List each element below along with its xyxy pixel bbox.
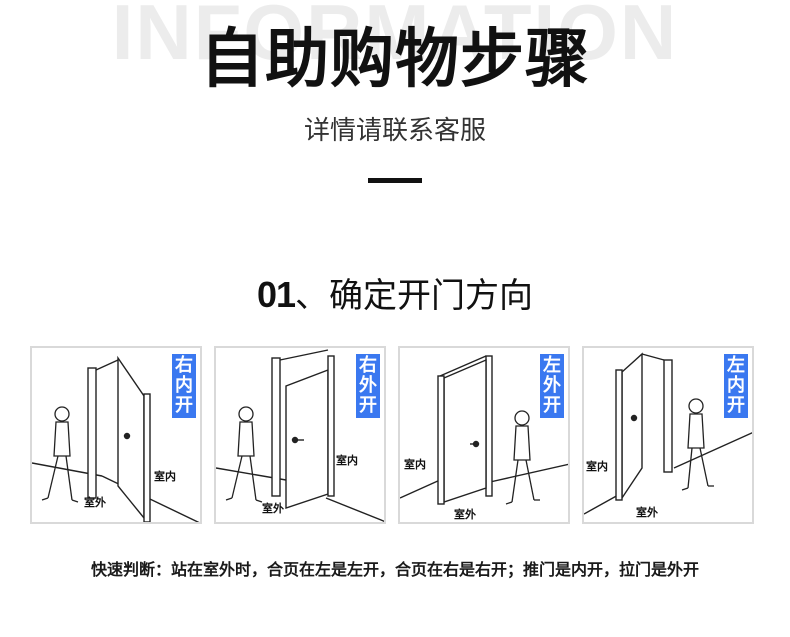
indoor-label: 室内 xyxy=(404,458,426,471)
step-heading: 01、确定开门方向 xyxy=(0,272,790,319)
page-title: 自助购物步骤 xyxy=(200,23,590,97)
direction-tag: 右内开 xyxy=(172,354,196,418)
page-subtitle: 详情请联系客服 xyxy=(303,116,486,146)
step-number: 01 xyxy=(256,274,296,315)
direction-tag: 左内开 xyxy=(724,354,748,418)
panel-left-outward: 左外开 室内 室外 xyxy=(398,346,570,524)
outdoor-label: 室外 xyxy=(84,496,106,509)
indoor-label: 室内 xyxy=(336,454,358,467)
door-direction-panels: 右内开 室内 室外 右外开 xyxy=(30,346,760,526)
direction-tag: 右外开 xyxy=(356,354,380,418)
title-divider xyxy=(368,178,422,183)
outdoor-label: 室外 xyxy=(454,508,476,521)
indoor-label: 室内 xyxy=(154,470,176,483)
background-watermark-word: INFORMATION xyxy=(111,0,679,76)
panel-right-inward: 右内开 室内 室外 xyxy=(30,346,202,524)
door-illustration xyxy=(400,355,568,505)
direction-tag: 左外开 xyxy=(540,354,564,418)
panel-left-inward: 左内开 室内 室外 xyxy=(582,346,754,524)
outdoor-label: 室外 xyxy=(636,506,658,519)
door-illustration xyxy=(216,349,384,522)
indoor-label: 室内 xyxy=(586,460,608,473)
door-illustration xyxy=(584,352,752,515)
outdoor-label: 室外 xyxy=(262,502,284,515)
step-label: 、确定开门方向 xyxy=(295,276,534,316)
panel-right-outward: 右外开 室内 室外 xyxy=(214,346,386,524)
door-illustration xyxy=(32,355,200,522)
quick-judgement-note: 快速判断：站在室外时，合页在左是左开，合页在右是右开；推门是内开，拉门是外开 xyxy=(90,560,699,579)
